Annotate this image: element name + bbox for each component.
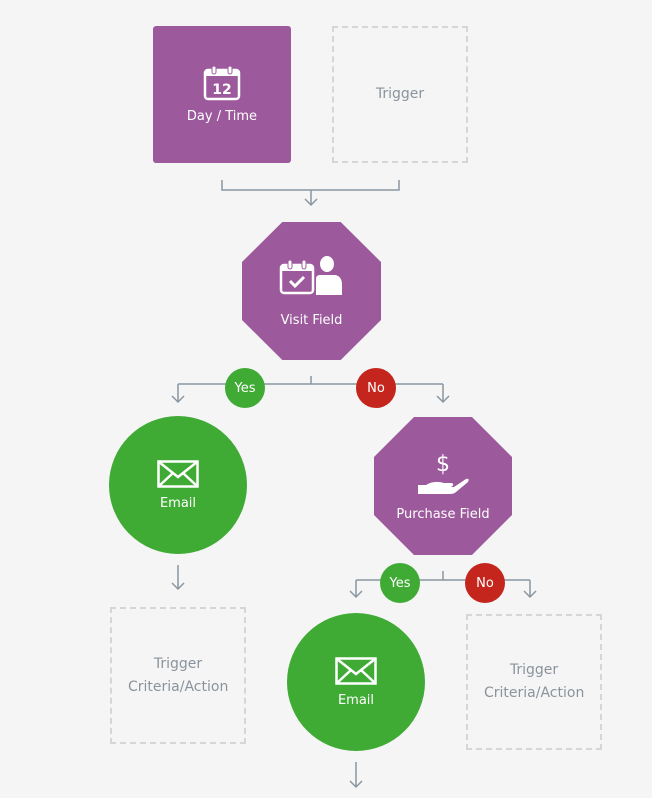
visit-branch-connector [171,376,450,404]
visit-field-condition[interactable]: Visit Field [242,222,381,360]
trigger-criteria-placeholder-left[interactable]: Trigger Criteria/Action [110,607,246,744]
calendar-icon: 12 [203,65,241,101]
yes-label: Yes [389,575,411,591]
purchase-branch-connector [349,571,537,599]
email-action[interactable]: Email [109,416,247,554]
svg-text:$: $ [436,452,450,477]
trigger-criteria-label: Trigger Criteria/Action [484,662,585,701]
hand-dollar-icon: $ [418,452,469,494]
arrow-down [171,565,185,591]
trigger-criteria-label: Trigger Criteria/Action [128,655,229,695]
purchase-field-label: Purchase Field [396,506,490,522]
svg-text:12: 12 [212,82,231,98]
merge-connector [221,180,400,207]
email-label: Email [337,692,375,708]
trigger-label: Trigger [375,86,425,102]
purchase-no-branch[interactable]: No [465,563,505,603]
calendar-user-icon [279,255,342,295]
day-time-label: Day / Time [186,109,258,124]
purchase-field-condition[interactable]: $ Purchase Field [374,417,512,555]
trigger-criteria-placeholder-right[interactable]: Trigger Criteria/Action [466,614,602,750]
email-action-bottom[interactable]: Email [287,613,425,751]
no-label: No [476,575,494,591]
envelope-icon [335,656,377,685]
purchase-yes-branch[interactable]: Yes [380,563,420,603]
email-label: Email [159,495,197,511]
day-time-trigger[interactable]: 12 Day / Time [153,26,291,163]
arrow-down [349,762,363,789]
trigger-placeholder[interactable]: Trigger [332,26,468,163]
visit-no-branch[interactable]: No [356,368,396,408]
no-label: No [367,380,385,396]
yes-label: Yes [234,380,256,396]
visit-field-label: Visit Field [280,312,343,328]
visit-yes-branch[interactable]: Yes [225,368,265,408]
envelope-icon [157,459,199,488]
